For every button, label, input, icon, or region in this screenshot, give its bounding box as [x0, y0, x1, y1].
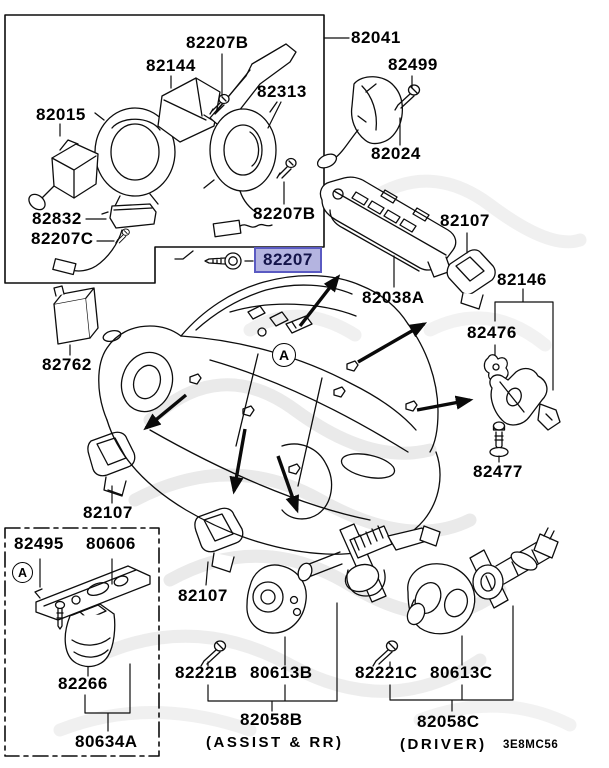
- part-label-82221c[interactable]: 82221C: [355, 663, 418, 682]
- part-label-82762[interactable]: 82762: [42, 355, 92, 374]
- window-switch-right-art: [446, 249, 496, 310]
- leader-lines: [39, 37, 554, 732]
- part-label-82207c[interactable]: 82207C: [31, 229, 94, 248]
- part-label-82015[interactable]: 82015: [36, 105, 86, 124]
- part-label-82107-mid[interactable]: 82107: [178, 586, 228, 605]
- part-label-82207b-low[interactable]: 82207B: [253, 204, 316, 223]
- part-label-82024[interactable]: 82024: [371, 144, 421, 163]
- part-label-80634a[interactable]: 80634A: [75, 732, 138, 751]
- part-label-80613b[interactable]: 80613B: [250, 663, 313, 682]
- part-label-82313[interactable]: 82313: [257, 82, 307, 101]
- part-label-80606[interactable]: 80606: [86, 534, 136, 553]
- part-label-82221b[interactable]: 82221B: [175, 663, 238, 682]
- part-label-80613c[interactable]: 80613C: [430, 663, 493, 682]
- view-marker-a-car: A: [272, 343, 296, 367]
- part-label-82832[interactable]: 82832: [32, 209, 82, 228]
- part-label-82107-left[interactable]: 82107: [83, 503, 133, 522]
- caption-driver: (DRIVER): [400, 736, 487, 753]
- driver-lock-art: [372, 527, 559, 667]
- caption-assist-rr: (ASSIST & RR): [206, 734, 344, 751]
- master-window-switch-art: [319, 176, 457, 278]
- part-label-82266[interactable]: 82266: [58, 674, 108, 693]
- arrow-to-left-switch: [143, 393, 188, 431]
- part-label-82058c[interactable]: 82058C: [417, 712, 480, 731]
- part-label-82146[interactable]: 82146: [497, 270, 547, 289]
- column-switch-assembly-art: [28, 43, 297, 276]
- bracket-82146-art: [489, 367, 561, 431]
- screw-82477-art: [489, 421, 509, 458]
- console-inset-box: [4, 527, 160, 757]
- car-art: [98, 274, 441, 555]
- direction-arrows: [143, 274, 474, 514]
- mirror-switch-art: [316, 76, 421, 169]
- view-marker-a-inset: A: [12, 562, 33, 583]
- screw-82207-art: [174, 250, 254, 270]
- part-label-82495[interactable]: 82495: [14, 534, 64, 553]
- arrow-to-master-switch: [298, 274, 341, 328]
- window-switch-left-art: [87, 431, 136, 497]
- arrow-to-lock: [276, 455, 299, 514]
- part-label-82477[interactable]: 82477: [473, 462, 523, 481]
- part-label-82144[interactable]: 82144: [146, 56, 196, 75]
- part-label-82041[interactable]: 82041: [351, 28, 401, 47]
- part-label-82207-selected[interactable]: 82207: [254, 247, 322, 273]
- part-label-82058b[interactable]: 82058B: [240, 710, 303, 729]
- window-switch-mid-art: [194, 507, 244, 573]
- part-label-82207b-top[interactable]: 82207B: [186, 33, 249, 52]
- arrow-to-mid-switch: [229, 428, 247, 495]
- part-label-82499[interactable]: 82499: [388, 55, 438, 74]
- arrow-to-right-switch: [357, 322, 428, 364]
- assist-rr-lock-art: [200, 523, 441, 667]
- part-label-82107-right[interactable]: 82107: [440, 211, 490, 230]
- clip-82476-art: [483, 354, 509, 382]
- arrow-to-bracket: [416, 395, 474, 412]
- column-switch-inset-box: [4, 14, 325, 284]
- relay-82762-art: [53, 285, 99, 345]
- diagram-code-stamp: 3E8MC56: [503, 739, 559, 751]
- part-label-82038a[interactable]: 82038A: [362, 288, 425, 307]
- part-label-82476[interactable]: 82476: [467, 323, 517, 342]
